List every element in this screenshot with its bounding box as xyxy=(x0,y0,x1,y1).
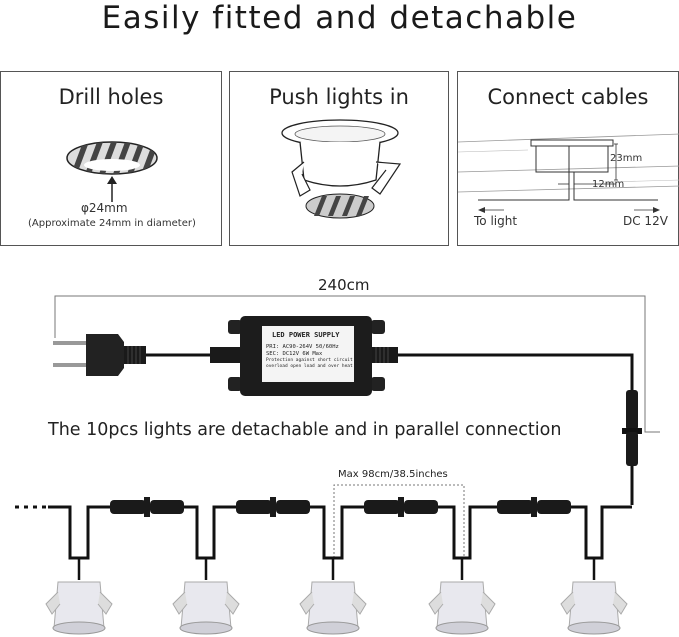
push-lights-panel: Push lights in xyxy=(229,71,449,246)
width-dimension: 12mm xyxy=(592,179,625,190)
depth-dimension: 23mm xyxy=(610,153,643,164)
psu-line-1: PRI: AC90-264V 50/60Hz xyxy=(266,344,339,350)
dc-label: DC 12V xyxy=(623,214,668,228)
led-light-4 xyxy=(428,581,496,635)
led-light-1 xyxy=(45,581,113,635)
parallel-caption: The 10pcs lights are detachable and in p… xyxy=(48,420,562,440)
psu-label: LED POWER SUPPLY xyxy=(272,331,340,339)
hole-diameter: φ24mm xyxy=(81,201,128,215)
led-light-2 xyxy=(172,581,240,635)
push-light-illustration xyxy=(281,119,402,219)
hole-note: (Approximate 24mm in diameter) xyxy=(28,218,196,229)
power-plug xyxy=(53,334,146,376)
led-power-supply xyxy=(228,316,385,396)
drill-hole-illustration xyxy=(66,141,158,202)
connect-cables-panel: Connect cables 23mm 12mm To light DC 12V xyxy=(457,71,679,246)
drill-holes-title: Drill holes xyxy=(58,85,164,109)
page-title: Easily fitted and detachable xyxy=(101,0,578,36)
max-spacing-label: Max 98cm/38.5inches xyxy=(338,469,448,480)
cable-length-label: 240cm xyxy=(318,276,370,294)
led-light-3 xyxy=(299,581,367,635)
push-lights-title: Push lights in xyxy=(269,85,409,109)
to-light-label: To light xyxy=(474,214,518,228)
connect-cables-title: Connect cables xyxy=(487,85,649,109)
drill-holes-panel: Drill holes φ24mm (Approximate 24mm in d… xyxy=(0,71,222,246)
psu-line-2: SEC: DC12V 6W Max xyxy=(266,351,323,357)
psu-line-3: Protection against short circuit xyxy=(266,358,353,363)
connect-cables-diagram xyxy=(458,133,679,213)
psu-line-4: overload open load and over heat xyxy=(266,364,353,369)
led-light-5 xyxy=(560,581,628,635)
